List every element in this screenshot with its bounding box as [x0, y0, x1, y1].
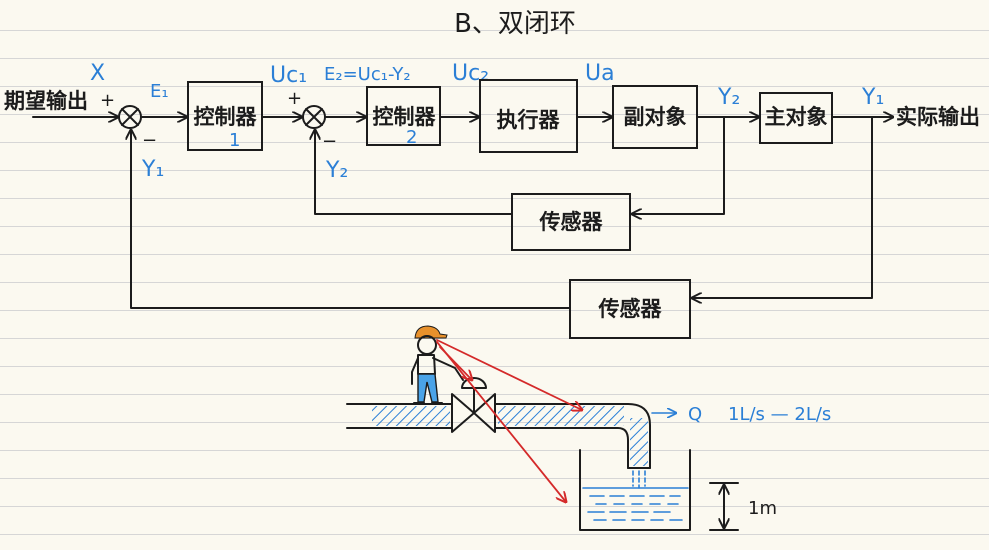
junction-2-plus-sign: +: [287, 88, 302, 109]
pipe-water-left: [372, 406, 450, 426]
tank-height-indicator: [709, 482, 739, 531]
outer-sensor-label: 传感器: [598, 297, 663, 321]
error-1-label: E₁: [150, 81, 169, 102]
junction-1-feedback-symbol: Y₁: [141, 157, 164, 182]
inner-feedback-to-junction-2-line: [315, 130, 513, 215]
input-symbol: X: [90, 61, 105, 86]
controller-1-label: 控制器: [194, 105, 258, 129]
controller-1-index: 1: [229, 130, 240, 151]
controller-2-output-label: Uc₂: [452, 61, 489, 86]
pipe-water-right: [498, 406, 624, 426]
diagram-title: B、双闭环: [454, 9, 576, 39]
water-tank-icon: [579, 449, 691, 531]
summing-junction-1: [118, 105, 142, 129]
red-arrow-to-tank: [436, 341, 566, 502]
flow-symbol: Q: [688, 404, 702, 425]
summing-junction-2: [302, 105, 326, 129]
primary-output-label: Y₁: [861, 85, 884, 110]
person-head: [417, 335, 437, 355]
valve-body-left: [451, 393, 475, 433]
input-plus-sign: +: [100, 90, 115, 111]
error-2-label: E₂=Uc₁-Y₂: [324, 64, 411, 85]
actuator-label: 执行器: [497, 108, 561, 132]
input-label: 期望输出: [4, 89, 88, 113]
pipe-bottom-edge: [346, 427, 629, 469]
secondary-output-label: Y₂: [717, 85, 740, 110]
red-arrow-to-valve: [439, 346, 472, 380]
person-cap: [414, 325, 448, 339]
falling-water: [632, 470, 646, 489]
person-arm-left: [411, 357, 419, 385]
outer-feedback-to-junction-1-line: [131, 130, 571, 309]
inner-sensor-block: [511, 193, 631, 251]
tank-height-label: 1m: [748, 498, 777, 519]
junction-1-minus-sign: −: [142, 130, 157, 151]
output-label: 实际输出: [896, 105, 980, 129]
primary-plant-label: 主对象: [765, 105, 828, 129]
controller-2-index: 2: [406, 127, 417, 148]
red-arrow-to-pipe: [436, 339, 582, 410]
actuator-output-label: Ua: [585, 61, 615, 86]
valve-handle: [461, 377, 487, 389]
observation-arrows: [436, 339, 582, 502]
junction-2-cross-b: [305, 108, 323, 126]
pipe-icon: [346, 403, 651, 469]
inner-feedback-to-sensor-line: [632, 116, 725, 214]
controller-1-output-label: Uc₁: [270, 63, 307, 88]
pipe-water-elbow: [630, 418, 648, 466]
person-icon: [411, 325, 464, 404]
junction-1-cross-b: [121, 108, 139, 126]
secondary-plant-label: 副对象: [624, 105, 687, 129]
junction-2-minus-sign: −: [322, 131, 337, 152]
flow-range: 1L/s — 2L/s: [728, 404, 831, 425]
controller-2-label: 控制器: [373, 105, 437, 129]
tank-walls: [579, 449, 691, 531]
junction-2-feedback-symbol: Y₂: [325, 158, 348, 183]
person-arm-right: [432, 357, 464, 381]
person-legs: [417, 373, 439, 403]
inner-sensor-label: 传感器: [539, 210, 604, 234]
outer-feedback-to-sensor-line: [692, 116, 873, 298]
